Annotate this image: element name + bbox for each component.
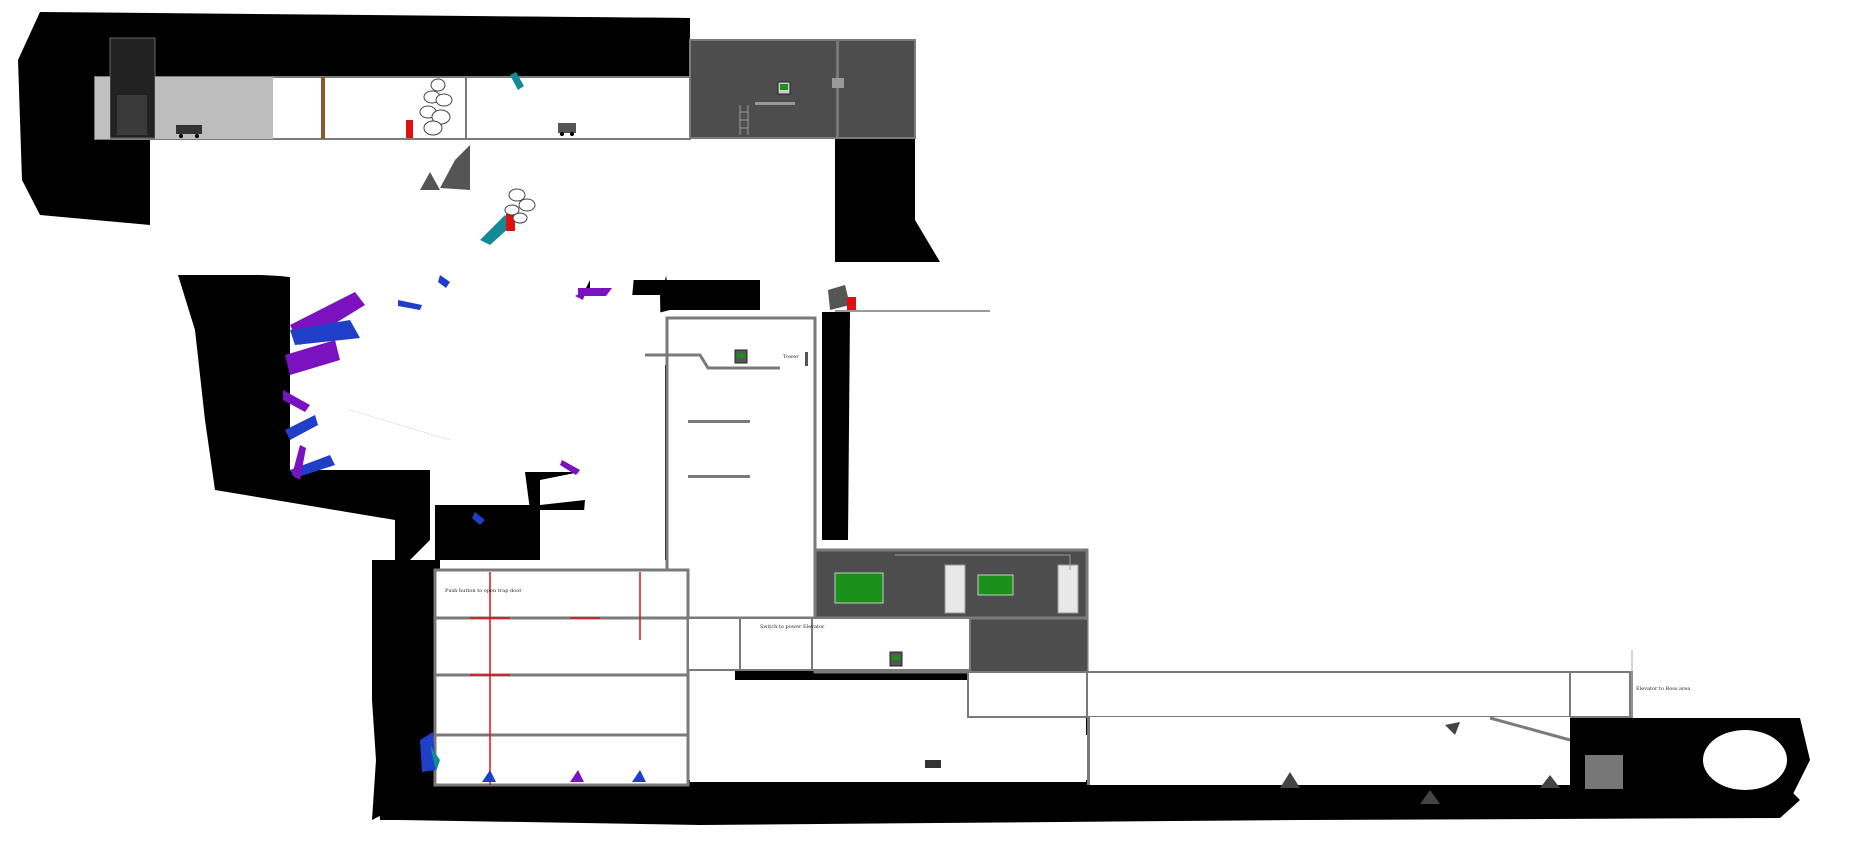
elevator-icon[interactable] xyxy=(1585,755,1623,789)
monitor-screen[interactable] xyxy=(977,574,1014,596)
switch-note: Switch to power Elevator xyxy=(760,624,825,630)
red-switch-icon[interactable] xyxy=(506,214,515,231)
monitor-screen[interactable] xyxy=(834,572,884,604)
computer-terminal-icon[interactable] xyxy=(734,349,748,364)
pillar xyxy=(321,77,325,139)
computer-terminal-icon[interactable] xyxy=(777,81,791,95)
mine-cart-icon[interactable] xyxy=(558,123,576,136)
ladder-icon[interactable] xyxy=(739,105,749,135)
mine-cart-icon[interactable] xyxy=(176,125,202,138)
tower-label: Tower xyxy=(783,354,799,360)
boulder-pile-icon xyxy=(419,78,453,136)
rock-formation xyxy=(1280,722,1560,804)
push-button-note: Push button to open trap door xyxy=(445,588,522,594)
tech-room-top xyxy=(689,39,916,139)
save-pod-icon[interactable] xyxy=(1057,564,1079,614)
top-corridor xyxy=(94,37,691,140)
crystal-cluster-icon xyxy=(510,72,524,90)
red-switch-icon[interactable] xyxy=(406,120,413,138)
mine-cart-icon[interactable] xyxy=(925,760,941,768)
crystal-cluster-icon xyxy=(283,214,612,525)
boulder-pile-icon xyxy=(504,188,536,224)
rock-formation xyxy=(420,145,850,310)
laser-beam-icon xyxy=(470,572,641,785)
lower-corridors: Switch to power Elevator Elevator to Bos… xyxy=(687,617,1787,804)
red-switch-icon[interactable] xyxy=(847,297,856,310)
elevator-note: Elevator to Boss area xyxy=(1636,686,1690,692)
crystal-cluster-icon xyxy=(420,732,646,782)
ledge xyxy=(835,310,990,312)
save-pod-icon[interactable] xyxy=(944,564,966,614)
elevator-icon[interactable] xyxy=(117,95,147,135)
tower: Tower xyxy=(645,316,817,620)
computer-terminal-icon[interactable] xyxy=(889,651,903,667)
